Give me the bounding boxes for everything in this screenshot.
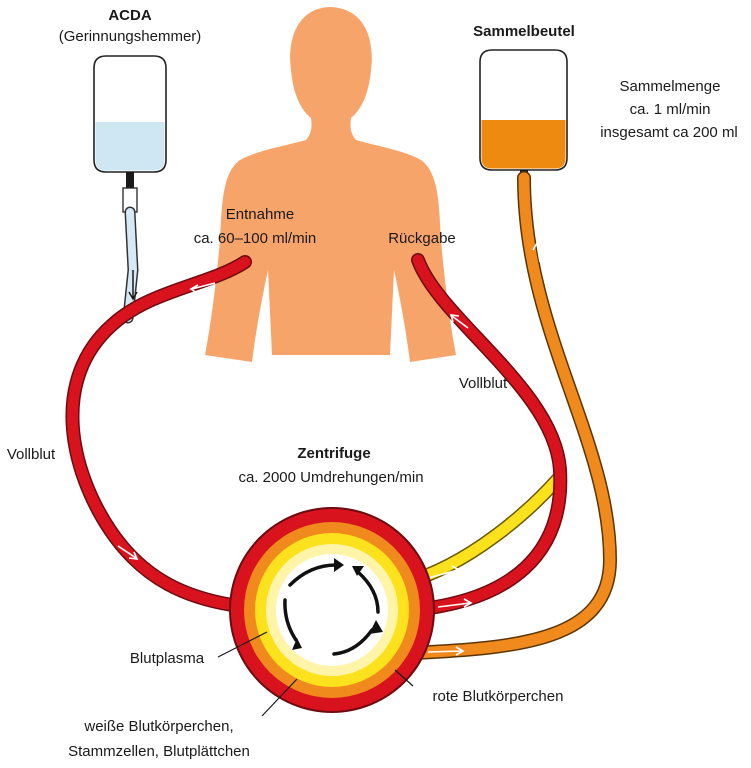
return-label: Rückgabe bbox=[388, 230, 456, 247]
rotation-arrowhead-top bbox=[334, 558, 344, 572]
collection-rate-line1: Sammelmenge bbox=[620, 78, 721, 95]
withdrawal-line2: ca. 60–100 ml/min bbox=[194, 230, 317, 247]
flow-arrow-collection-upper bbox=[532, 241, 542, 263]
rotation-arrowhead-bottom bbox=[369, 620, 383, 634]
centrifuge-title: Zentrifuge bbox=[297, 445, 370, 462]
acda-fluid bbox=[95, 122, 165, 171]
flow-arrow-yellow bbox=[427, 565, 461, 579]
centrifuge bbox=[229, 507, 435, 713]
acda-flow-arrow bbox=[128, 270, 138, 301]
acda-bag-connector bbox=[126, 172, 134, 188]
leader-line-white-cells bbox=[261, 678, 298, 717]
leader-line-plasma bbox=[217, 631, 268, 658]
rotation-arrow-top bbox=[288, 563, 338, 587]
human-body-silhouette bbox=[205, 7, 456, 362]
acda-subtitle: (Gerinnungshemmer) bbox=[59, 28, 202, 45]
flow-arrow-collection-lower bbox=[427, 646, 465, 656]
centrifuge-speed: ca. 2000 Umdrehungen/min bbox=[238, 469, 423, 486]
collection-rate-line3: insgesamt ca 200 ml bbox=[600, 124, 738, 141]
rotation-arrowhead-left bbox=[292, 638, 302, 650]
flow-arrow-return-lower bbox=[437, 598, 473, 608]
red-cells-label: rote Blutkörperchen bbox=[433, 688, 564, 705]
rotation-arrows bbox=[283, 558, 383, 656]
rotation-arrow-bottom bbox=[332, 628, 374, 656]
white-cells-line1: weiße Blutkörperchen, bbox=[83, 718, 233, 735]
collection-rate-line2: ca. 1 ml/min bbox=[630, 101, 711, 118]
rotation-arrow-left bbox=[283, 598, 298, 642]
collection-fluid bbox=[481, 120, 566, 169]
tube-flow-arrows bbox=[117, 241, 542, 656]
white-cells-line2: Stammzellen, Blutplättchen bbox=[68, 743, 250, 760]
flow-arrow-return-upper bbox=[449, 314, 469, 329]
withdrawal-line1: Entnahme bbox=[226, 206, 294, 223]
whole-blood-left-label: Vollblut bbox=[7, 446, 56, 463]
flow-arrow-withdrawal-bottom bbox=[117, 545, 139, 560]
flow-arrow-withdrawal-top bbox=[189, 282, 216, 294]
collection-bag-title: Sammelbeutel bbox=[473, 23, 575, 40]
acda-title: ACDA bbox=[108, 7, 151, 24]
rotation-arrow-right bbox=[356, 570, 380, 614]
centrifuge-core bbox=[276, 554, 388, 666]
rotation-arrowhead-right bbox=[352, 566, 364, 576]
whole-blood-right-label: Vollblut bbox=[459, 375, 508, 392]
plasma-label: Blutplasma bbox=[130, 650, 205, 667]
leader-line-red-cells bbox=[394, 669, 414, 687]
